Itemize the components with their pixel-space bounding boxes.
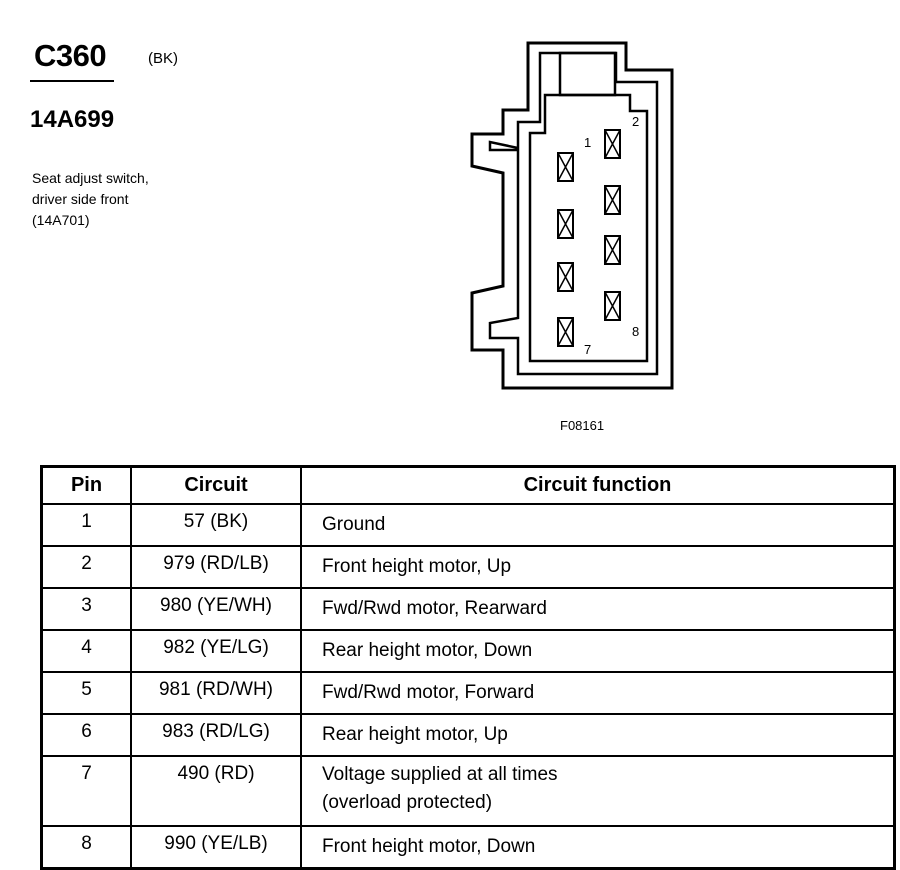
table-row: 8 990 (YE/LB) Front height motor, Down <box>40 825 896 870</box>
table-row: 4 982 (YE/LG) Rear height motor, Down <box>40 629 896 673</box>
function-text: Fwd/Rwd motor, Rearward <box>322 598 547 619</box>
pin-cell: 3 <box>40 587 132 631</box>
header-circuit-function: Circuit function <box>300 465 896 505</box>
table-row: 6 983 (RD/LG) Rear height motor, Up <box>40 713 896 757</box>
cavity-outline <box>528 93 649 363</box>
part-number: 14A699 <box>30 106 115 133</box>
pin-circuit-table: Pin Circuit Circuit function 1 57 (BK) G… <box>40 465 896 870</box>
description-line: (14A701) <box>32 212 90 228</box>
pin-cell: 1 <box>40 503 132 547</box>
description-line: driver side front <box>32 191 129 207</box>
terminal-cavity-1 <box>557 152 574 182</box>
connector-description: Seat adjust switch, driver side front (1… <box>32 168 149 231</box>
circuit-cell: 57 (BK) <box>130 503 302 547</box>
function-cell: Rear height motor, Up <box>300 713 896 757</box>
function-text: Ground <box>322 514 386 535</box>
circuit-cell: 980 (YE/WH) <box>130 587 302 631</box>
table-header-row: Pin Circuit Circuit function <box>40 465 896 505</box>
circuit-cell: 981 (RD/WH) <box>130 671 302 715</box>
housing-inner-outline <box>488 51 659 376</box>
figure-id: F08161 <box>560 418 605 433</box>
connector-color-code: (BK) <box>148 50 178 67</box>
function-cell: Ground <box>300 503 896 547</box>
terminal-cavity-6 <box>604 235 621 265</box>
circuit-cell: 983 (RD/LG) <box>130 713 302 757</box>
terminal-cavity-2 <box>604 129 621 159</box>
description-line: Seat adjust switch, <box>32 170 149 186</box>
pin-label-1: 1 <box>584 135 591 150</box>
function-cell: Front height motor, Up <box>300 545 896 589</box>
circuit-cell: 990 (YE/LB) <box>130 825 302 870</box>
terminal-cavity-7 <box>557 317 574 347</box>
terminal-cavity-5 <box>557 262 574 292</box>
pin-cell: 6 <box>40 713 132 757</box>
terminal-cavity-8 <box>604 291 621 321</box>
circuit-cell: 979 (RD/LB) <box>130 545 302 589</box>
function-text: Front height motor, Down <box>322 836 536 857</box>
terminal-cavities <box>557 129 621 347</box>
circuit-cell: 982 (YE/LG) <box>130 629 302 673</box>
function-text: Voltage supplied at all times <box>322 764 558 785</box>
function-cell: Front height motor, Down <box>300 825 896 870</box>
pin-cell: 8 <box>40 825 132 870</box>
function-cell: Fwd/Rwd motor, Forward <box>300 671 896 715</box>
pin-cell: 2 <box>40 545 132 589</box>
terminal-cavity-3 <box>557 209 574 239</box>
function-cell: Rear height motor, Down <box>300 629 896 673</box>
terminal-cavity-4 <box>604 185 621 215</box>
pin-cell: 5 <box>40 671 132 715</box>
function-text: Rear height motor, Down <box>322 640 533 661</box>
table-row: 2 979 (RD/LB) Front height motor, Up <box>40 545 896 589</box>
function-text: Fwd/Rwd motor, Forward <box>322 682 535 703</box>
pin-cell: 7 <box>40 755 132 827</box>
function-cell: Fwd/Rwd motor, Rearward <box>300 587 896 631</box>
circuit-cell: 490 (RD) <box>130 755 302 827</box>
pin-label-7: 7 <box>584 342 591 357</box>
pin-label-2: 2 <box>632 114 639 129</box>
table-row: 7 490 (RD) Voltage supplied at all times… <box>40 755 896 827</box>
function-cell: Voltage supplied at all times (overload … <box>300 755 896 827</box>
function-text: Front height motor, Up <box>322 556 512 577</box>
pin-label-8: 8 <box>632 324 639 339</box>
pin-cell: 4 <box>40 629 132 673</box>
function-text: (overload protected) <box>322 792 493 813</box>
header-pin: Pin <box>40 465 132 505</box>
table-row: 1 57 (BK) Ground <box>40 503 896 547</box>
connector-id: C360 <box>34 38 107 73</box>
housing-latch <box>558 51 617 97</box>
title-underline <box>30 80 114 82</box>
connector-face-diagram: 1 2 7 8 <box>470 41 674 390</box>
housing-outer-outline <box>470 41 674 390</box>
table-row: 3 980 (YE/WH) Fwd/Rwd motor, Rearward <box>40 587 896 631</box>
table-row: 5 981 (RD/WH) Fwd/Rwd motor, Forward <box>40 671 896 715</box>
header-circuit: Circuit <box>130 465 302 505</box>
function-text: Rear height motor, Up <box>322 724 508 745</box>
